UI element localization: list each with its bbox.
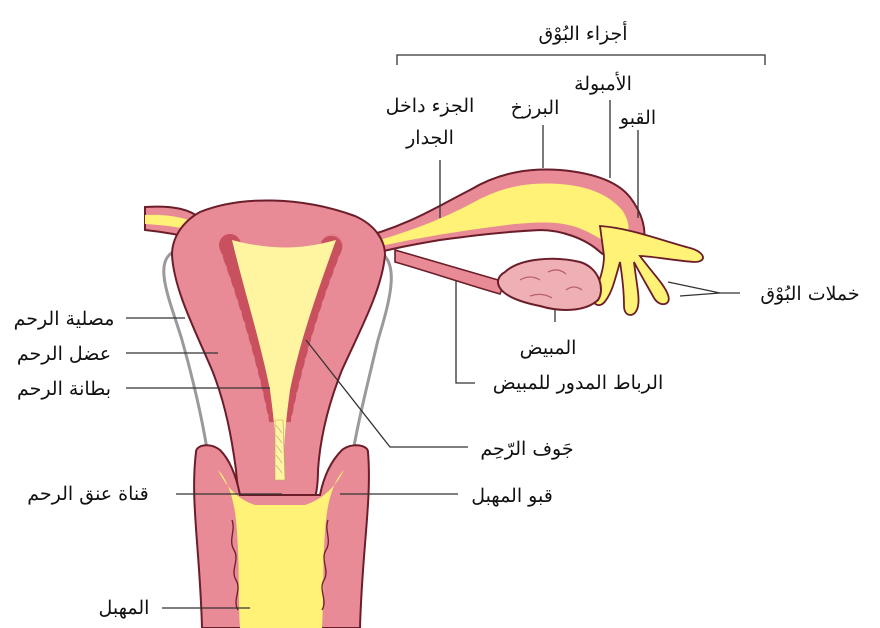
label-intramural-line2: الجدار [405, 127, 454, 149]
label-isthmus: البرزخ [511, 97, 560, 119]
label-tube-parts: أجزاء البُوْق [538, 20, 627, 45]
label-infundibulum: القبو [619, 107, 656, 129]
label-cervical-canal: قناة عنق الرحم [27, 483, 149, 505]
label-ovarian-ligament: الرباط المدور للمبيض [493, 372, 663, 394]
label-intramural-line1: الجزء داخل [386, 95, 475, 117]
label-vagina: المهبل [99, 597, 150, 619]
label-uterine-cavity: جَوف الرّحِم [480, 438, 573, 460]
ovarian-ligament [395, 250, 505, 294]
label-endometrium: بطانة الرحم [17, 378, 111, 400]
label-fimbriae: خملات البُوْق [760, 283, 859, 305]
label-perimetrium: مصلية الرحم [14, 308, 115, 330]
label-ovary: المبيض [520, 337, 577, 359]
label-myometrium: عضل الرحم [17, 343, 111, 365]
label-ampulla: الأمبولة [574, 71, 632, 95]
ovary [498, 259, 601, 310]
label-fornix: قبو المهبل [471, 485, 553, 507]
labels: أجزاء البُوْق الجزء داخل الجدار البرزخ ا… [14, 20, 860, 619]
